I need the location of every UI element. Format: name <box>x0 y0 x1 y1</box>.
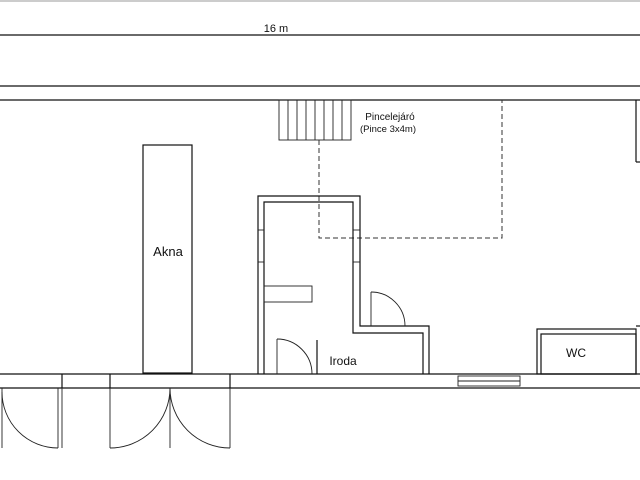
office-walls <box>257 195 430 374</box>
basement-outline <box>318 100 503 239</box>
staircase <box>278 99 352 141</box>
shaft-label: Akna <box>153 244 183 259</box>
basement-entrance-label: Pincelejáró <box>365 112 415 123</box>
dimension-line: 16 m <box>0 0 640 36</box>
bottom-window <box>457 375 521 387</box>
exterior-door-double <box>109 387 231 449</box>
outer-walls <box>0 85 640 389</box>
exterior-door-left <box>1 388 63 449</box>
wall-posts <box>61 374 231 388</box>
basement-size-label: (Pince 3x4m) <box>360 124 416 135</box>
dimension-label: 16 m <box>264 23 288 35</box>
wc-room <box>536 328 637 375</box>
office-door <box>276 338 313 375</box>
shaft <box>142 144 193 374</box>
wc-label: WC <box>566 346 586 360</box>
office-label: Iroda <box>329 354 357 368</box>
inner-door <box>370 291 406 327</box>
